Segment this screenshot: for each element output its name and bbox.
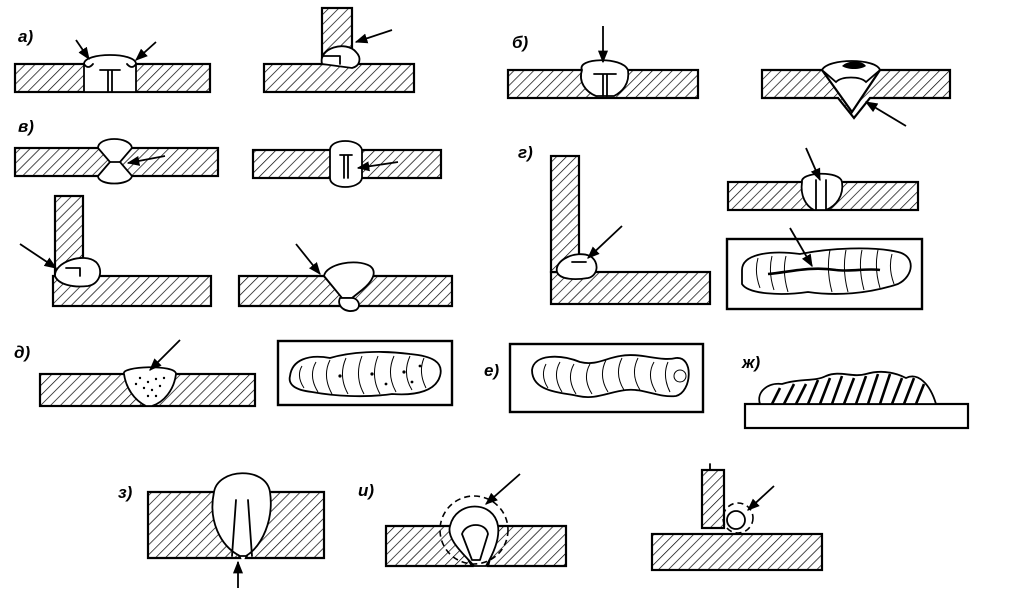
butt-joint-porosity xyxy=(38,339,257,408)
group-zh: ж) xyxy=(741,353,970,430)
double-butt-lack-of-penetration-2 xyxy=(251,140,443,188)
label-g: г) xyxy=(518,143,533,162)
label-b: б) xyxy=(512,33,529,52)
v-butt-root-defect xyxy=(237,243,454,312)
v-joint-burn-through xyxy=(760,60,952,127)
butt-joint-undercut xyxy=(13,39,212,94)
group-z: з) xyxy=(118,472,326,588)
label-d: д) xyxy=(14,343,31,362)
weld-uneven-profile xyxy=(743,371,970,430)
tee-joint-undercut xyxy=(262,6,416,94)
group-d: д) xyxy=(14,339,454,408)
butt-joint-sagging xyxy=(384,473,568,568)
label-zh: ж) xyxy=(741,353,761,372)
group-b: б) xyxy=(506,26,952,127)
tee-joint-unfused xyxy=(650,463,824,572)
label-a: а) xyxy=(18,27,33,46)
butt-joint-root-lack-of-fusion xyxy=(146,472,326,588)
weld-porosity-top-view xyxy=(276,339,454,407)
butt-joint-crack-section xyxy=(726,147,920,212)
group-a: а) xyxy=(13,6,416,94)
corner-joint-lack-of-penetration xyxy=(19,194,213,308)
group-i: и) xyxy=(358,463,824,572)
label-e: е) xyxy=(484,361,499,380)
group-e: е) xyxy=(484,342,705,414)
double-butt-lack-of-penetration-1 xyxy=(13,138,220,185)
butt-joint-overlap xyxy=(506,26,700,100)
group-v: в) xyxy=(13,117,454,312)
group-g: г) xyxy=(518,143,924,311)
weld-crack-top-view xyxy=(725,227,924,311)
corner-joint-crack xyxy=(549,154,712,306)
label-i: и) xyxy=(358,481,374,500)
weld-irregular-top-view xyxy=(508,342,705,414)
label-v: в) xyxy=(18,117,34,136)
label-z: з) xyxy=(118,483,133,502)
